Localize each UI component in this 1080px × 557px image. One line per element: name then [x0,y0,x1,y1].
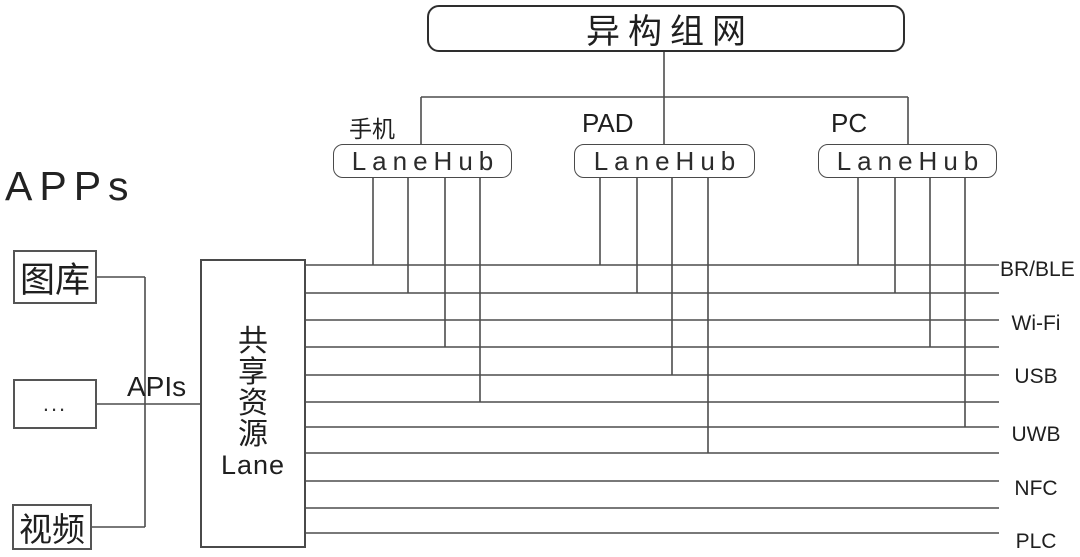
protocol-label-br-ble: BR/BLE [1000,258,1075,281]
lanehub-label: LaneHub [836,145,985,176]
app-label-video: 视频 [19,511,85,548]
protocol-label-nfc: NFC [1014,477,1058,500]
device-label-pc: PC [831,108,868,138]
protocol-label-uwb: UWB [1011,423,1061,446]
app-label-more: ... [42,391,68,416]
app-label-gallery: 图库 [19,260,90,300]
lanehub-box-phone: LaneHub [333,144,512,178]
protocol-label-usb: USB [1014,365,1058,388]
lane-char: 资 [238,387,268,420]
lane-char: 共 [238,325,268,358]
lane-latin-label: Lane [220,450,286,480]
network-title-box: 异构组网 [427,5,905,52]
protocol-label-plc: PLC [1015,530,1057,553]
app-box-more: ... [13,379,97,429]
lanehub-label: LaneHub [351,145,500,176]
apis-label: APIs [127,371,187,402]
lanehub-label: LaneHub [593,145,742,176]
protocol-label-wifi: Wi-Fi [1011,312,1061,335]
shared-resource-lane-box: 共 享 资 源 Lane [200,259,306,548]
app-box-gallery: 图库 [13,250,97,304]
device-label-phone: 手机 [349,116,395,142]
app-box-video: 视频 [12,504,92,550]
lane-char: 源 [238,418,268,451]
lane-char: 享 [238,356,268,389]
device-label-pad: PAD [582,108,634,138]
lanehub-box-pc: LaneHub [818,144,997,178]
apps-heading: APPs [5,163,136,209]
network-title: 异构组网 [586,13,754,51]
lanehub-box-pad: LaneHub [574,144,755,178]
